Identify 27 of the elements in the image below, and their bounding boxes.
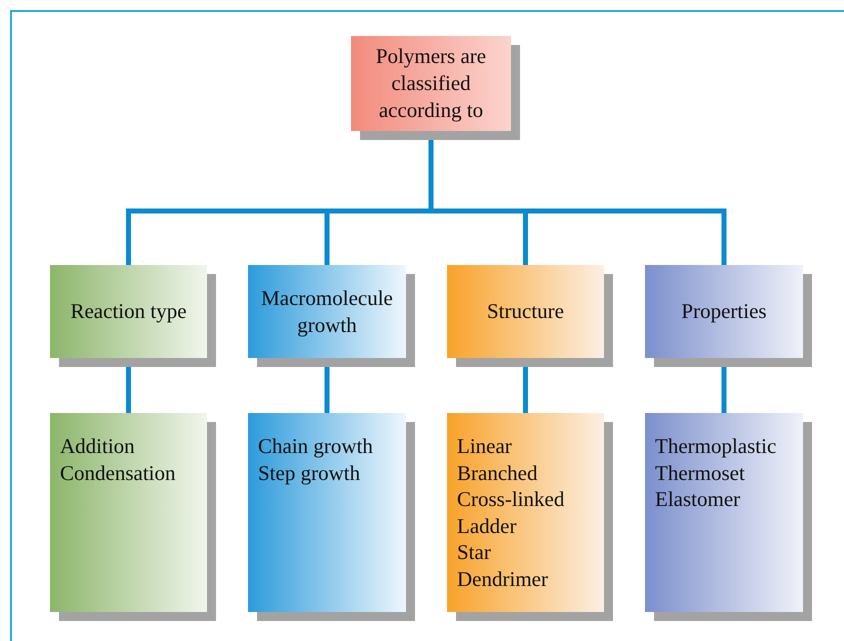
box-label: Reaction type	[70, 298, 187, 325]
list-item: Thermoset	[655, 460, 745, 486]
list-item: Cross-linked	[457, 486, 564, 512]
list-item: Step growth	[258, 460, 360, 486]
category-box	[351, 36, 511, 131]
list-item: Elastomer	[655, 486, 740, 512]
list-item: Condensation	[60, 460, 176, 486]
category-box	[248, 265, 406, 358]
list-item: Branched	[457, 460, 538, 486]
category-box	[447, 265, 604, 358]
box-label: Properties	[681, 298, 767, 325]
list-box	[447, 413, 604, 612]
box-label: Polymers are classified according to	[374, 43, 488, 124]
box-label: Structure	[487, 298, 564, 325]
list-item: Thermoplastic	[655, 433, 776, 460]
list-box	[50, 413, 207, 612]
category-box	[645, 265, 803, 358]
list-box	[645, 413, 803, 612]
list-item: Ladder	[457, 512, 516, 539]
category-box	[50, 265, 207, 358]
list-item: Chain growth	[258, 433, 373, 460]
list-item: Star	[457, 539, 491, 566]
list-item: Linear	[457, 433, 512, 460]
list-box	[248, 413, 406, 612]
list-item: Dendrimer	[457, 566, 548, 592]
box-label: Macromolecule growth	[260, 284, 394, 338]
list-item: Addition	[60, 433, 135, 460]
